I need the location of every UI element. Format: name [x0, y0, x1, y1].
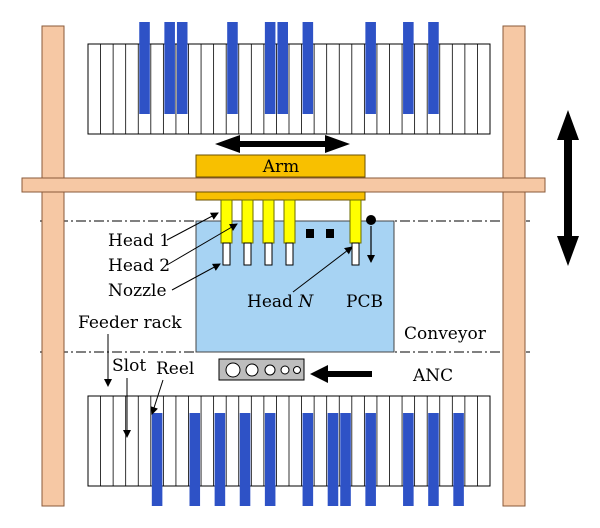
feeder-rack-label: Feeder rack	[78, 313, 182, 333]
reel	[365, 413, 376, 506]
anc-box	[218, 358, 305, 381]
nozzle	[285, 242, 294, 266]
reel	[453, 413, 464, 506]
reel	[164, 22, 175, 114]
reel	[365, 22, 376, 114]
reel	[214, 413, 226, 506]
component-square	[306, 229, 314, 238]
headN-label: Head N	[247, 292, 314, 312]
reel	[428, 22, 439, 114]
bottom-feeder-rack	[87, 395, 491, 506]
reel	[239, 413, 251, 506]
arm	[195, 154, 366, 178]
anc-arrow-icon	[310, 365, 372, 383]
arm-base	[195, 191, 366, 201]
head1-leader	[166, 212, 219, 241]
top-feeder-rack	[87, 22, 491, 135]
headN-label-prefix: Head	[247, 292, 298, 312]
reel	[227, 22, 238, 114]
headN-leader	[292, 246, 353, 293]
reel	[428, 413, 439, 506]
leader-lines	[104, 212, 353, 438]
anc-label: ANC	[412, 366, 453, 386]
reel	[139, 22, 150, 114]
heads	[220, 199, 362, 266]
reel	[340, 413, 351, 506]
gantry-beam	[21, 177, 546, 193]
frame-post-left	[41, 25, 65, 507]
vertical-double-arrow-icon	[557, 110, 579, 266]
reel	[151, 413, 163, 506]
horizontal-double-arrow-icon	[215, 135, 350, 153]
reel	[189, 413, 201, 506]
head2-label: Head 2	[108, 256, 170, 276]
reel-leader	[150, 379, 164, 415]
reel	[264, 413, 276, 506]
anc-nozzle-slot	[225, 362, 241, 378]
nozzle	[243, 242, 252, 266]
nozzle	[222, 242, 231, 266]
reel	[302, 22, 314, 114]
nozzle	[351, 242, 360, 266]
anc-nozzle-slot	[280, 365, 290, 375]
reel-label: Reel	[156, 359, 194, 379]
frame-post-right	[502, 25, 526, 507]
reel	[277, 22, 288, 114]
reel	[403, 413, 414, 506]
slot-label: Slot	[112, 356, 146, 376]
anc-nozzle-slot	[293, 366, 301, 374]
reel	[403, 22, 414, 114]
head2-leader	[166, 223, 238, 266]
component-square	[326, 229, 334, 238]
nozzle	[264, 242, 273, 266]
headN-label-italic: N	[297, 292, 314, 312]
anc-nozzle-slot	[245, 363, 259, 377]
head-n	[349, 199, 362, 244]
pcb-label: PCB	[346, 292, 383, 312]
arm-label: Arm	[262, 157, 300, 177]
head-1	[220, 199, 233, 244]
anc-nozzles	[225, 362, 301, 378]
anc	[218, 358, 372, 383]
head-4	[283, 199, 296, 244]
conveyor-label: Conveyor	[404, 324, 487, 344]
reel	[176, 22, 188, 114]
head-3	[262, 199, 275, 244]
reel	[302, 413, 314, 506]
nozzle-leader	[171, 263, 221, 291]
nozzle-label: Nozzle	[108, 281, 167, 301]
reel	[264, 22, 276, 114]
reference-dot	[366, 215, 376, 225]
reel	[327, 413, 339, 506]
head-2	[241, 199, 254, 244]
anc-nozzle-slot	[264, 364, 276, 376]
head1-label: Head 1	[108, 231, 170, 251]
